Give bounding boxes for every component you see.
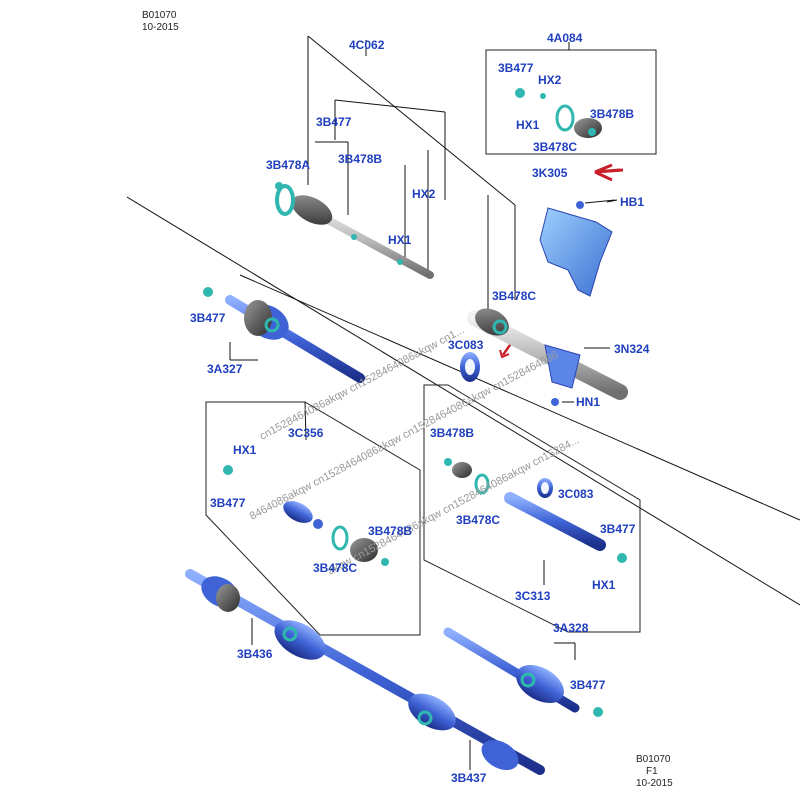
part-labels: 4C062 4A084 3B477 HX2 HX1 3B478B 3B478C … (190, 31, 650, 785)
separator-lines (126, 196, 800, 606)
kit-box-4a084 (485, 49, 657, 155)
label-hb1: HB1 (620, 195, 644, 209)
red-arrow-shaft (594, 168, 624, 174)
label-3k305: 3K305 (532, 166, 568, 180)
label-hx1-left: HX1 (233, 443, 257, 457)
kit-box-3c313 (423, 384, 641, 633)
label-3b436: 3B436 (237, 647, 273, 661)
label-3b477-left: 3B477 (190, 311, 226, 325)
footer-rev: F1 (646, 766, 658, 777)
label-3b477-lbox: 3B477 (210, 496, 246, 510)
footer-date: 10-2015 (636, 778, 673, 789)
bracket-3k305 (539, 199, 616, 297)
label-3b478a: 3B478A (266, 158, 310, 172)
label-3b478c-kit: 3B478C (533, 140, 577, 154)
label-3b478c-mid: 3B478C (492, 289, 536, 303)
kit-3c356-parts (223, 465, 389, 566)
label-3a328: 3A328 (553, 621, 589, 635)
label-hx1-rbox: HX1 (592, 578, 616, 592)
footer-code: B01070 (636, 754, 671, 765)
kit-4a084-parts (515, 88, 602, 138)
label-3c083-mid: 3C083 (448, 338, 484, 352)
header-code: B01070 (142, 10, 177, 21)
leader-4c062 (307, 35, 516, 310)
label-3c356: 3C356 (288, 426, 324, 440)
label-3b477-top: 3B477 (316, 115, 352, 129)
label-3b478b-top: 3B478B (338, 152, 382, 166)
label-3b478c-lbox: 3B478C (313, 561, 357, 575)
label-hn1: HN1 (576, 395, 600, 409)
label-hx1-kit: HX1 (516, 118, 540, 132)
label-3b477-bottom: 3B477 (570, 678, 606, 692)
label-3c313: 3C313 (515, 589, 551, 603)
label-3b478c-rbox: 3B478C (456, 513, 500, 527)
footer-block: B01070 F1 10-2015 (636, 754, 673, 790)
kit-3c313-parts (444, 458, 627, 563)
halfshaft-3b436 (185, 569, 545, 775)
red-small-arrow-head (499, 349, 510, 359)
halfshaft-3a327 (203, 287, 365, 383)
leader-lines (229, 199, 618, 770)
header-date: 10-2015 (142, 22, 179, 33)
label-3n324: 3N324 (614, 342, 650, 356)
intermediate-shaft-mid (460, 308, 628, 406)
label-3b437: 3B437 (451, 771, 487, 785)
watermark: cn1528464086akqw cn1528464086akqw cn1...… (248, 324, 582, 578)
label-hx2-kit: HX2 (538, 73, 562, 87)
label-hx2-top: HX2 (412, 187, 436, 201)
header-block: B01070 10-2015 (142, 10, 179, 34)
label-3b478b-lbox: 3B478B (368, 524, 412, 538)
intermediate-shaft-top (275, 182, 434, 279)
label-4c062: 4C062 (349, 38, 385, 52)
label-3b477-rbox: 3B477 (600, 522, 636, 536)
label-3b478b-rbox: 3B478B (430, 426, 474, 440)
label-4a084: 4A084 (547, 31, 583, 45)
label-3a327: 3A327 (207, 362, 243, 376)
label-3b478b-kit: 3B478B (590, 107, 634, 121)
halfshaft-3a328 (443, 627, 603, 717)
label-3b477-kit: 3B477 (498, 61, 534, 75)
label-3c083-rbox: 3C083 (558, 487, 594, 501)
label-hx1-top: HX1 (388, 233, 412, 247)
